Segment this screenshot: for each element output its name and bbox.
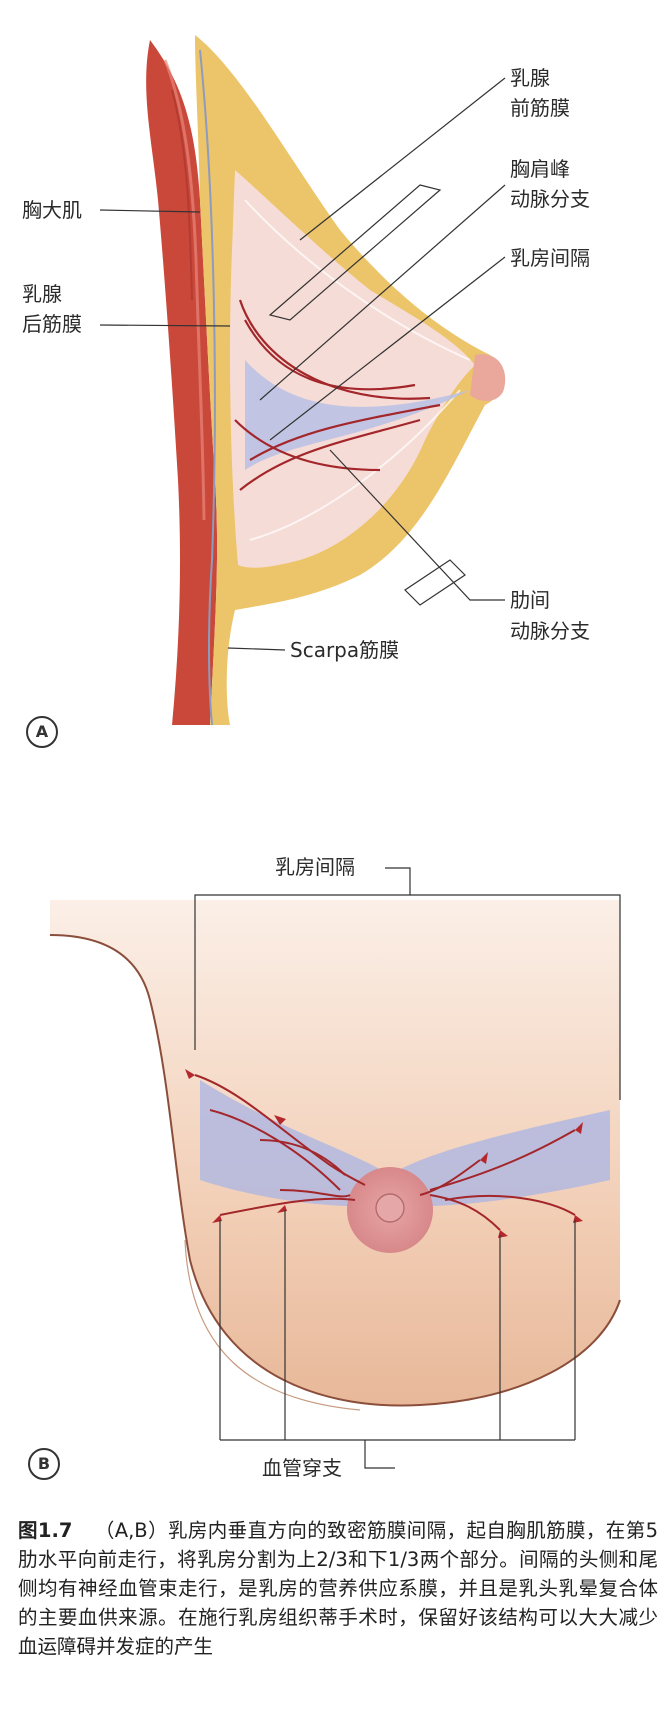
label-scarpa-fascia: Scarpa筋膜 bbox=[290, 636, 399, 664]
label-pectoralis-major: 胸大肌 bbox=[22, 196, 82, 224]
panel-b-tag: B bbox=[28, 1448, 60, 1480]
nipple-b bbox=[376, 1194, 404, 1222]
label-perforators: 血管穿支 bbox=[262, 1454, 342, 1482]
figure-caption: 图1.7（A,B）乳房内垂直方向的致密筋膜间隔，起自胸肌筋膜，在第5肋水平向前走… bbox=[18, 1516, 658, 1661]
label-intercostal-line1: 肋间 bbox=[510, 586, 550, 614]
mammary-gland bbox=[230, 170, 475, 568]
panel-b-illustration bbox=[50, 900, 620, 1410]
label-thoracoacromial-line2: 动脉分支 bbox=[510, 185, 590, 213]
label-premammary-fascia-line1: 乳腺 bbox=[510, 64, 550, 92]
figure-number: 图1.7 bbox=[18, 1519, 72, 1542]
panel-a-illustration bbox=[146, 35, 505, 725]
label-retromammary-fascia-line1: 乳腺 bbox=[22, 280, 62, 308]
label-thoracoacromial-line1: 胸肩峰 bbox=[510, 155, 570, 183]
caption-text: （A,B）乳房内垂直方向的致密筋膜间隔，起自胸肌筋膜，在第5肋水平向前走行，将乳… bbox=[18, 1519, 658, 1658]
label-premammary-fascia-line2: 前筋膜 bbox=[510, 94, 570, 122]
label-septum-b: 乳房间隔 bbox=[275, 853, 355, 881]
label-septum-a: 乳房间隔 bbox=[510, 244, 590, 272]
label-retromammary-fascia-line2: 后筋膜 bbox=[22, 310, 82, 338]
panel-a-tag: A bbox=[26, 716, 58, 748]
nipple bbox=[470, 354, 505, 401]
label-intercostal-line2: 动脉分支 bbox=[510, 617, 590, 645]
